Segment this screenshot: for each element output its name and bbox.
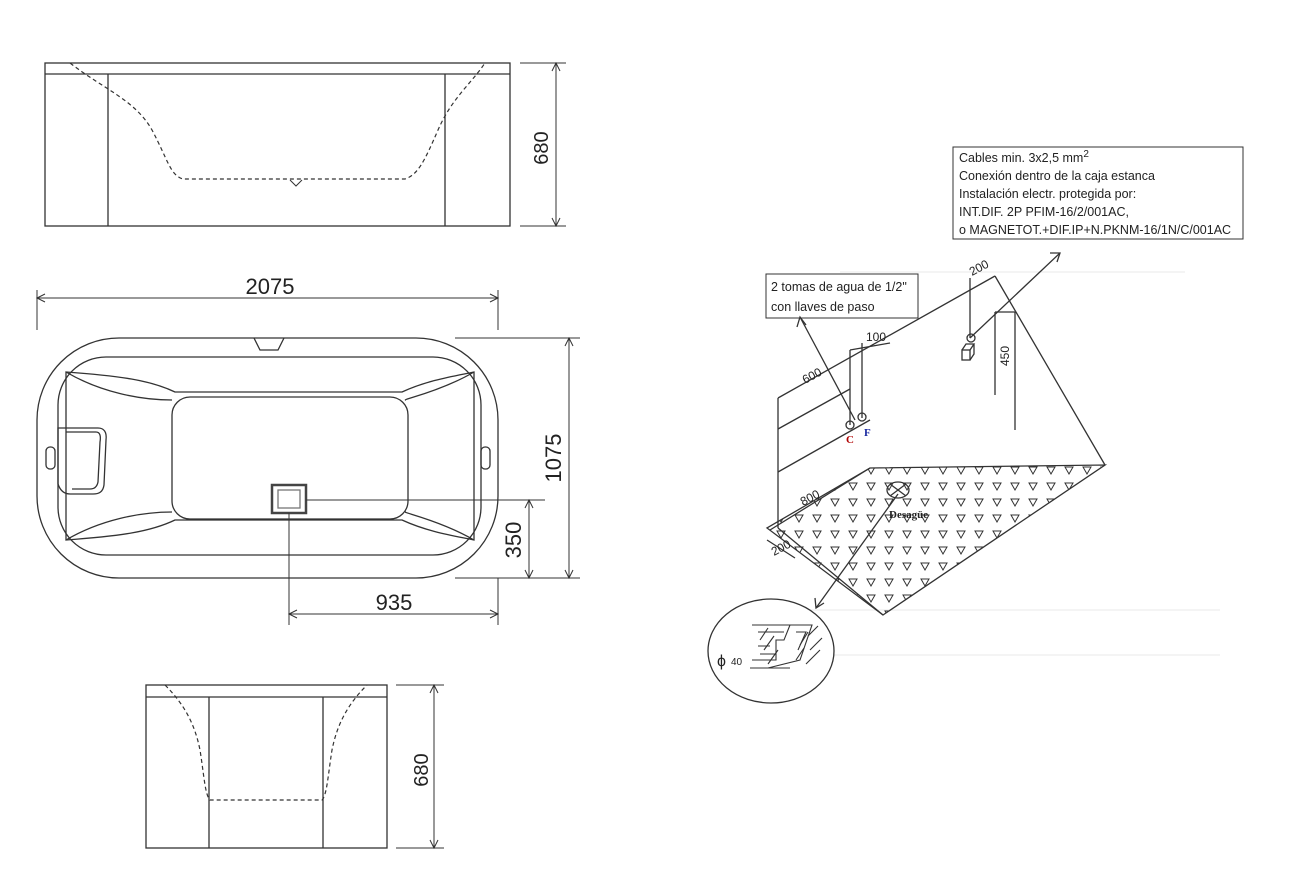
dim-200-top: 200: [967, 257, 992, 279]
svg-text:con llaves de paso: con llaves de paso: [771, 300, 875, 314]
drain-label: Desagüe: [889, 509, 928, 521]
svg-text:INT.DIF. 2P PFIM-16/2/001AC,: INT.DIF. 2P PFIM-16/2/001AC,: [959, 205, 1129, 219]
hot-water-label: C: [846, 434, 854, 446]
plan-view: [35, 290, 580, 625]
cold-water-label: F: [864, 427, 871, 439]
drain-pipe-detail: ϕ 40: [707, 598, 835, 704]
end-elevation: [145, 683, 444, 850]
width-label: 1075: [541, 434, 566, 483]
background-guidelines: [760, 271, 1220, 656]
svg-text:Conexión dentro de la caja est: Conexión dentro de la caja estanca: [959, 169, 1155, 183]
length-label: 2075: [246, 274, 295, 299]
svg-text:Cables min. 3x2,5 mm2: Cables min. 3x2,5 mm2: [959, 149, 1089, 165]
electrical-note: Cables min. 3x2,5 mm2 Conexión dentro de…: [952, 146, 1244, 240]
water-note: 2 tomas de agua de 1/2" con llaves de pa…: [765, 273, 919, 319]
end-height-label: 680: [411, 753, 433, 786]
svg-text:2 tomas de agua de 1/2": 2 tomas de agua de 1/2": [771, 280, 907, 294]
drain-side-distance-label: 350: [501, 522, 526, 559]
svg-text:Instalación electr. protegida: Instalación electr. protegida por:: [959, 187, 1136, 201]
dim-450: 450: [998, 346, 1012, 366]
side-elevation: [44, 61, 566, 228]
svg-text:o MAGNETOT.+DIF.IP+N.PKNM-16/1: o MAGNETOT.+DIF.IP+N.PKNM-16/1N/C/001AC: [959, 223, 1231, 237]
installation-room: [765, 252, 1108, 616]
drain-end-distance-label: 935: [376, 590, 413, 615]
svg-text:40: 40: [731, 657, 743, 668]
svg-text:ϕ: ϕ: [717, 653, 726, 670]
side-height-label: 680: [531, 131, 553, 164]
dim-100: 100: [866, 330, 886, 344]
